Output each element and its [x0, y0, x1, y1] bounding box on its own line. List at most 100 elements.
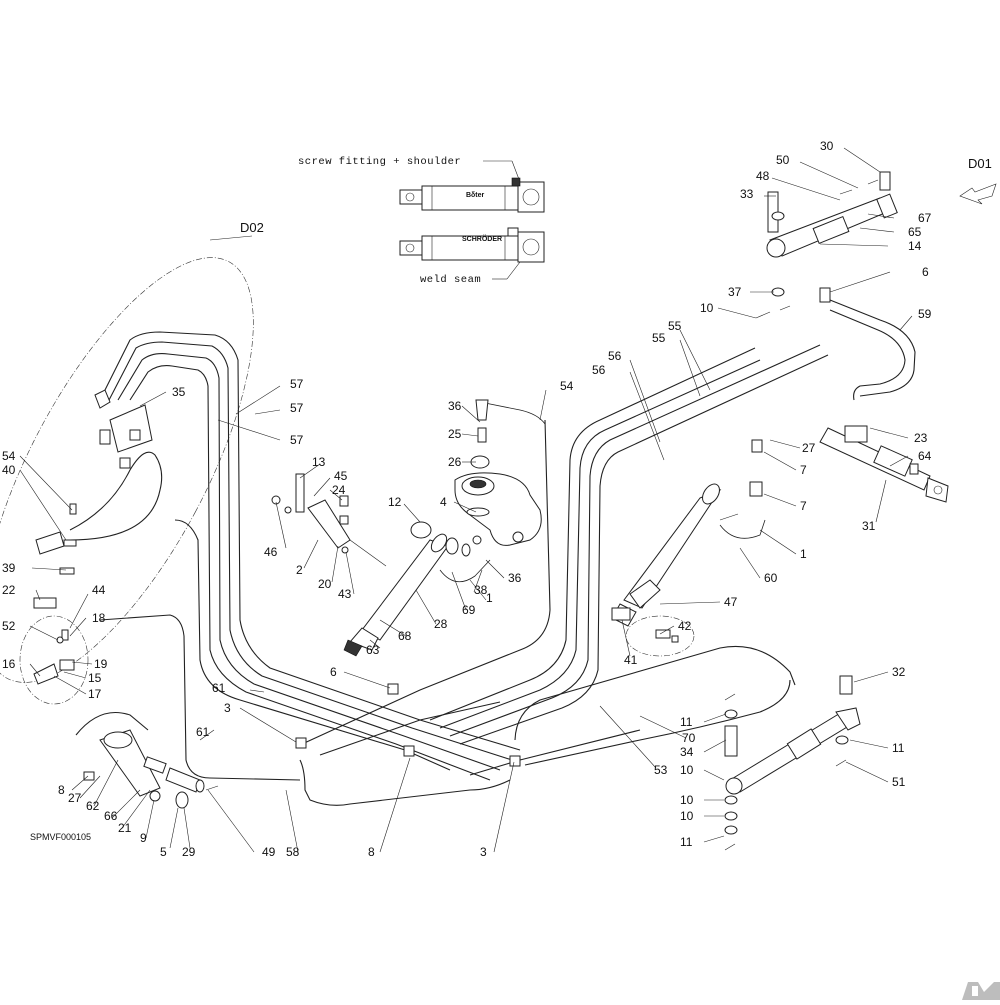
callout: 13: [312, 455, 326, 469]
detail-16-19: [19, 615, 89, 705]
callout: 8: [368, 845, 375, 859]
callout: 69: [462, 603, 476, 617]
callout: 3: [480, 845, 487, 859]
hose-lines: [69, 299, 916, 806]
lever-assembly: [83, 729, 219, 809]
callout: 57: [290, 433, 304, 447]
detail-ref-d02: D02: [0, 220, 264, 683]
callout: 52: [2, 619, 16, 633]
callout: 35: [172, 385, 186, 399]
callout: 57: [290, 401, 304, 415]
callout: 7: [800, 463, 807, 477]
callout: 6: [922, 265, 929, 279]
drawing-code: SPMVF000105: [30, 832, 91, 842]
callout-leaders: [19, 147, 913, 853]
fittings-3-6-8: [295, 683, 521, 767]
callout: 29: [182, 845, 196, 859]
callout: 10: [680, 809, 694, 823]
callout: 16: [2, 657, 16, 671]
callout: 49: [262, 845, 276, 859]
callout: 31: [862, 519, 876, 533]
callout: 48: [756, 169, 770, 183]
cylinder-31: [819, 425, 949, 503]
detail-ref-d01: D01: [959, 156, 997, 205]
tank-26: [454, 399, 542, 546]
d01-arrow-icon: [959, 183, 997, 205]
valve-35: [94, 389, 153, 469]
callout: 23: [914, 431, 928, 445]
callout: 51: [892, 775, 906, 789]
cylinder-60: [611, 483, 766, 627]
corner-logo: [962, 982, 1000, 1000]
callout: 37: [728, 285, 742, 299]
callout: 36: [448, 399, 462, 413]
callout: 6: [330, 665, 337, 679]
callout: 68: [398, 629, 412, 643]
callout: 18: [92, 611, 106, 625]
callout: 61: [212, 681, 226, 695]
callout: 42: [678, 619, 692, 633]
callout: 19: [94, 657, 108, 671]
callout: 5: [160, 845, 167, 859]
callout: 20: [318, 577, 332, 591]
callout: 28: [434, 617, 448, 631]
callout: 59: [918, 307, 932, 321]
callout: 43: [338, 587, 352, 601]
callout: 65: [908, 225, 922, 239]
callout: 30: [820, 139, 834, 153]
callout: 12: [388, 495, 402, 509]
callout: 25: [448, 427, 462, 441]
callout: 44: [92, 583, 106, 597]
cylinder-34: [724, 675, 861, 851]
inset-top-cyl-text: Bδter: [466, 192, 485, 199]
callout: 55: [668, 319, 682, 333]
callout: 15: [88, 671, 102, 685]
callout: 40: [2, 463, 16, 477]
callout: 56: [592, 363, 606, 377]
callout: 4: [440, 495, 447, 509]
bracket-2: [271, 473, 387, 567]
callout: 27: [802, 441, 816, 455]
callout: 17: [88, 687, 102, 701]
callout: 38: [474, 583, 488, 597]
callout: 45: [334, 469, 348, 483]
callout: 11: [680, 835, 693, 849]
callout: 57: [290, 377, 304, 391]
callout: 66: [104, 809, 118, 823]
callout: 10: [680, 793, 694, 807]
inset-top-label: screw fitting + shoulder: [298, 156, 461, 168]
callout: 63: [366, 643, 380, 657]
callout: 11: [680, 715, 693, 729]
callout: 27: [68, 791, 82, 805]
callout: 64: [918, 449, 932, 463]
callout: 22: [2, 583, 16, 597]
inset-bottom-label: weld seam: [420, 274, 481, 286]
callout: 24: [332, 483, 346, 497]
callout: 1: [800, 547, 807, 561]
callout: 53: [654, 763, 668, 777]
callout: 56: [608, 349, 622, 363]
callout: 41: [624, 653, 638, 667]
callout: 21: [118, 821, 132, 835]
callout: 10: [680, 763, 694, 777]
callout: 10: [700, 301, 714, 315]
callout: 9: [140, 831, 147, 845]
fittings-41-42: [611, 607, 695, 657]
callout: 46: [264, 545, 278, 559]
callout: 32: [892, 665, 906, 679]
callout: 2: [296, 563, 303, 577]
callout: 33: [740, 187, 754, 201]
callout: 62: [86, 799, 100, 813]
cylinder-28: [343, 521, 491, 657]
callout: 70: [682, 731, 696, 745]
callout: 58: [286, 845, 300, 859]
callout: 47: [724, 595, 738, 609]
inset-variants: screw fitting + shoulder Bδter SCHRÖDER …: [298, 156, 545, 286]
callout: 7: [800, 499, 807, 513]
d02-fittings: [33, 503, 77, 609]
callout: 55: [652, 331, 666, 345]
callout: 8: [58, 783, 65, 797]
callout: 14: [908, 239, 922, 253]
